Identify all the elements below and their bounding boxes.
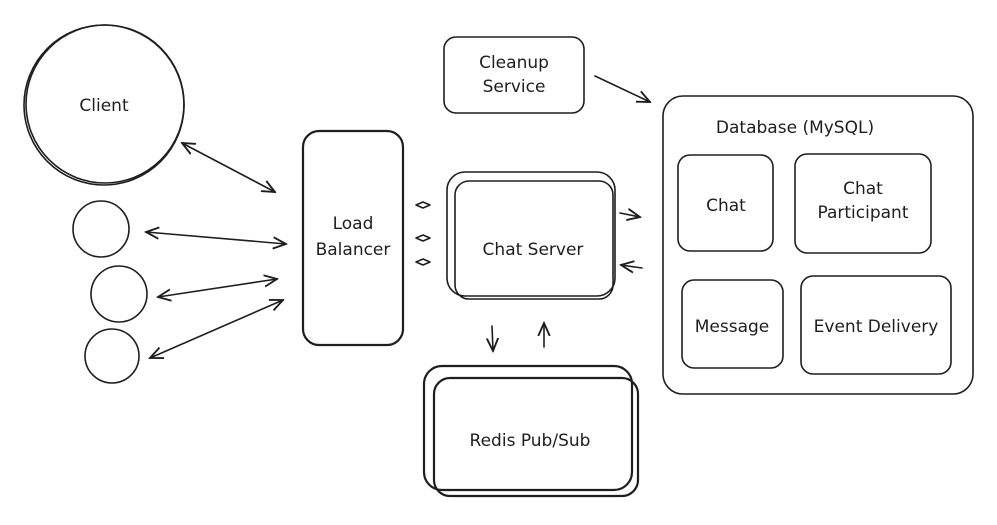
arrow-db-chat [621,265,643,268]
client-node: Client [23,24,185,186]
redis-node: Redis Pub/Sub [422,364,640,498]
arrow-client4-lb [150,300,283,358]
table-chat-participant-label-line2: Participant [817,203,908,223]
client-node-small-1 [72,200,130,258]
load-balancer-label-line2: Balancer [316,240,391,260]
table-event-delivery: Event Delivery [800,275,952,375]
connector-lb-chat-2 [415,234,431,242]
chat-server-label: Chat Server [483,240,584,260]
client-label: Client [79,96,129,116]
table-chat-label: Chat [706,196,746,216]
chat-server-node: Chat Server [446,171,616,300]
arrow-client3-lb [158,279,277,297]
connector-lb-chat-1 [415,201,431,209]
arrow-client2-lb [146,232,286,244]
arrow-chat-redis [492,325,493,351]
arrow-chat-db [619,213,640,217]
cleanup-service-node: Cleanup Service [443,36,585,114]
database-title: Database (MySQL) [716,118,874,138]
connector-lb-chat-3 [415,258,431,266]
table-chat-participant: Chat Participant [794,153,932,254]
table-message: Message [681,279,784,369]
arrow-cleanup-db [594,75,650,102]
table-event-delivery-label: Event Delivery [814,317,939,337]
table-chat: Chat [677,154,774,252]
redis-label: Redis Pub/Sub [470,431,591,451]
load-balancer-node: Load Balancer [301,129,405,347]
table-message-label: Message [695,317,770,337]
database-container: Database (MySQL) Chat Chat Participant M… [662,95,974,395]
table-chat-participant-label-line1: Chat [843,179,883,199]
cleanup-service-label-line2: Service [483,77,546,97]
arrow-client-lb [182,143,275,192]
cleanup-service-label-line1: Cleanup [479,53,549,73]
load-balancer-label-line1: Load [333,214,374,234]
client-node-small-3 [84,328,140,384]
client-node-small-2 [90,265,148,323]
